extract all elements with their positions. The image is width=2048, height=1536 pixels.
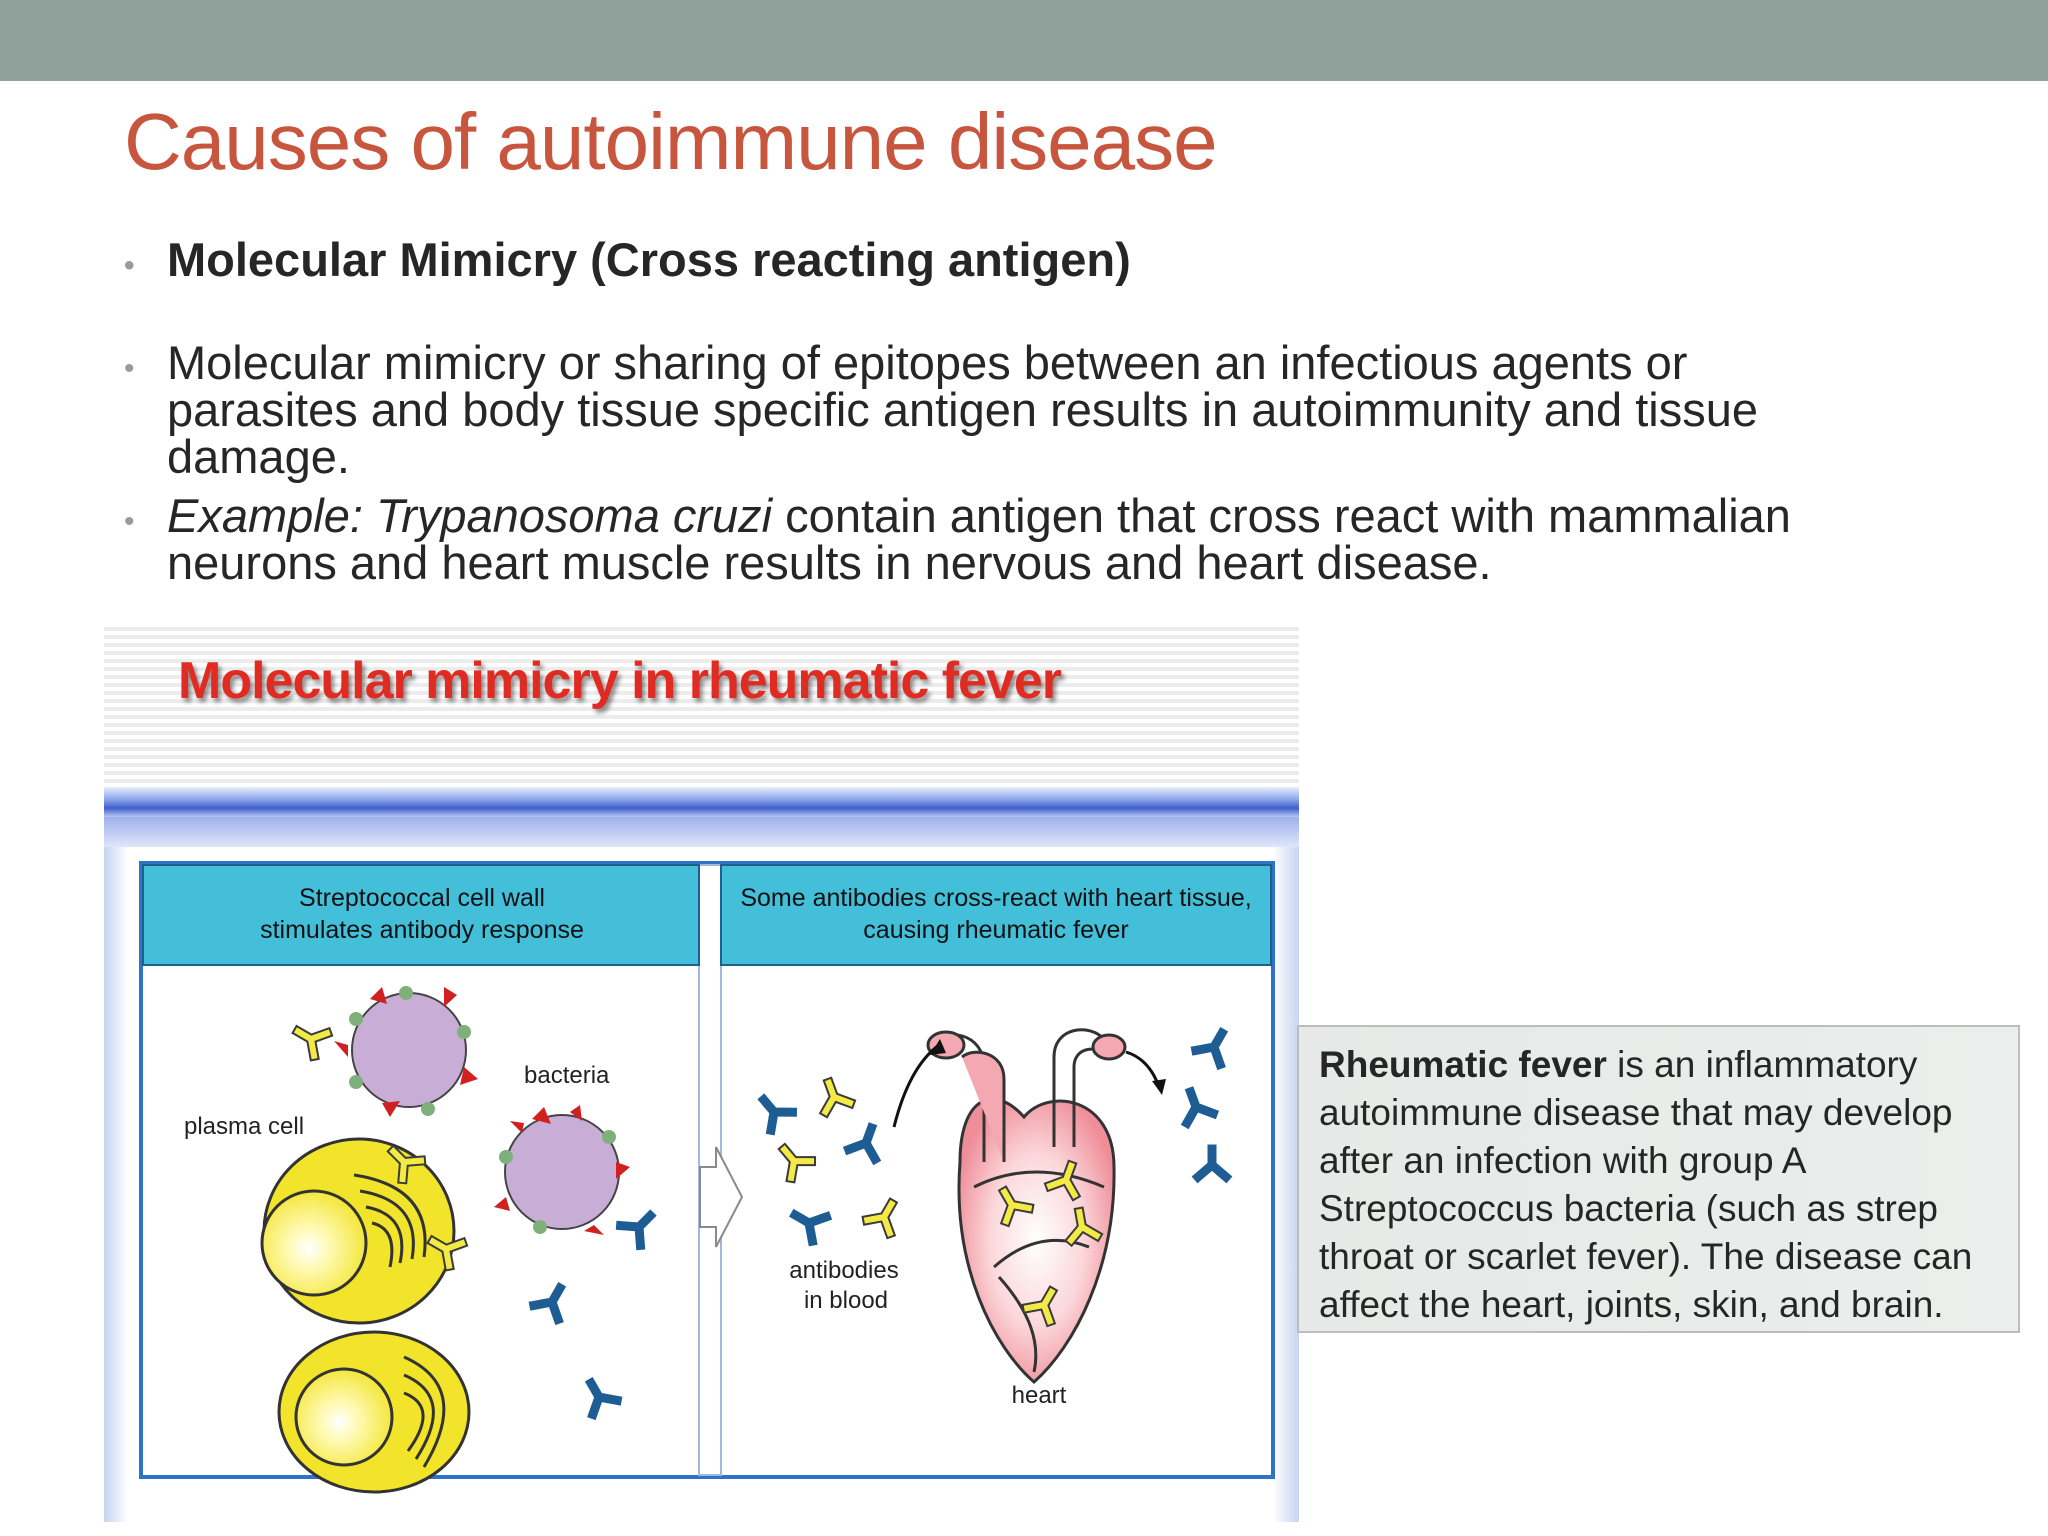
bullet-dot: • — [124, 249, 135, 282]
bullet-item: • Molecular mimicry or sharing of epitop… — [122, 339, 1882, 480]
bullet-list: • Molecular Mimicry (Cross reacting anti… — [122, 236, 1882, 586]
right-header-line-1: Some antibodies cross-react with heart t… — [740, 884, 1251, 912]
right-panel-header — [720, 864, 1272, 966]
label-bacteria: bacteria — [524, 1062, 610, 1089]
bullet-text-definition: Molecular mimicry or sharing of epitopes… — [167, 336, 1759, 483]
left-header-line-2: stimulates antibody response — [260, 916, 584, 944]
left-panel-header — [142, 864, 700, 966]
bullet-text-molecular-mimicry: Molecular Mimicry (Cross reacting antige… — [167, 233, 1131, 286]
figure-title-background — [104, 627, 1299, 787]
bullet-dot: • — [124, 505, 135, 538]
figure-divider-band-lower — [104, 817, 1299, 847]
arrow-to-heart — [892, 1043, 940, 1128]
figure-title: Molecular mimicry in rheumatic fever — [178, 652, 1062, 710]
plasma-cell-bottom — [277, 1330, 471, 1494]
right-header-line-2: causing rheumatic fever — [863, 916, 1128, 944]
left-header-line-1: Streptococcal cell wall — [299, 884, 545, 912]
label-antibodies-line-1: antibodies — [789, 1257, 898, 1284]
bacterium-top — [334, 986, 478, 1117]
figure-divider-band — [104, 787, 1299, 817]
bullet-text-example: contain antigen that cross react with ma… — [167, 489, 1791, 589]
label-antibodies-line-2: in blood — [804, 1287, 888, 1314]
bullet-text-example-italic: Example: Trypanosoma cruzi — [167, 489, 773, 542]
rheumatic-fever-figure: Molecular mimicry in rheumatic fever — [104, 627, 1299, 1522]
info-box-text: is an inflammatory autoimmune disease th… — [1319, 1044, 1973, 1325]
transition-arrow-icon — [699, 1146, 744, 1248]
slide-title: Causes of autoimmune disease — [124, 97, 1218, 186]
arrow-head-icon — [930, 1039, 946, 1055]
info-box-bold-term: Rheumatic fever — [1319, 1044, 1607, 1085]
top-banner — [0, 0, 2048, 81]
rheumatic-fever-info-box: Rheumatic fever is an inflammatory autoi… — [1297, 1025, 2020, 1333]
arrow-head-icon — [1152, 1079, 1166, 1095]
plasma-cell-top — [260, 1137, 456, 1325]
label-plasma-cell: plasma cell — [184, 1113, 304, 1140]
bullet-dot: • — [124, 352, 135, 385]
label-heart: heart — [1012, 1382, 1067, 1409]
bullet-item: • Example: Trypanosoma cruzi contain ant… — [122, 492, 1882, 586]
bullet-item: • Molecular Mimicry (Cross reacting anti… — [122, 236, 1882, 283]
molecular-mimicry-diagram: Streptococcal cell wall stimulates antib… — [139, 861, 1275, 1494]
bacterium-bottom — [494, 1105, 630, 1235]
